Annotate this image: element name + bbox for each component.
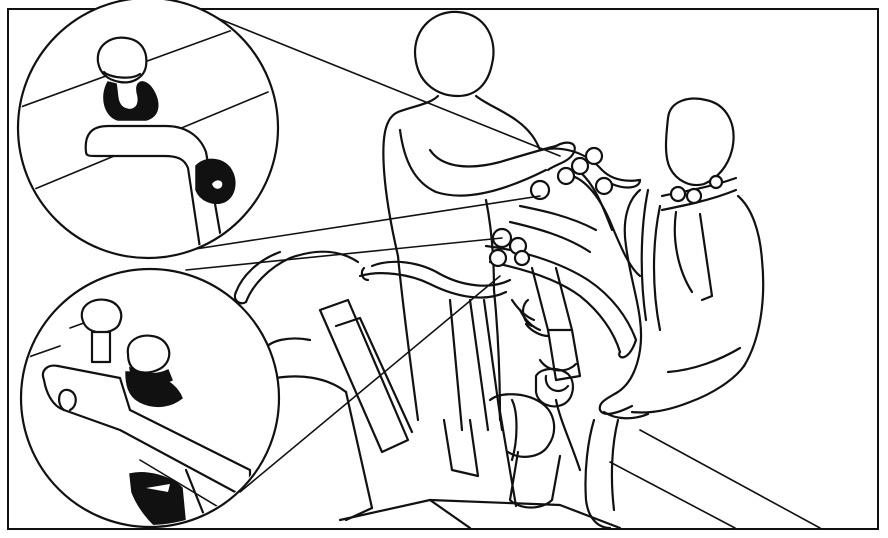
sling-straps [510, 298, 550, 338]
callout-lines [175, 15, 561, 493]
caregiver-figure [382, 10, 642, 432]
hook-attachment-detail [19, 267, 281, 529]
strap-attachment-detail [16, 0, 280, 260]
main-scene [233, 10, 821, 530]
floor-lines [609, 429, 821, 529]
patient-figure [488, 97, 765, 530]
